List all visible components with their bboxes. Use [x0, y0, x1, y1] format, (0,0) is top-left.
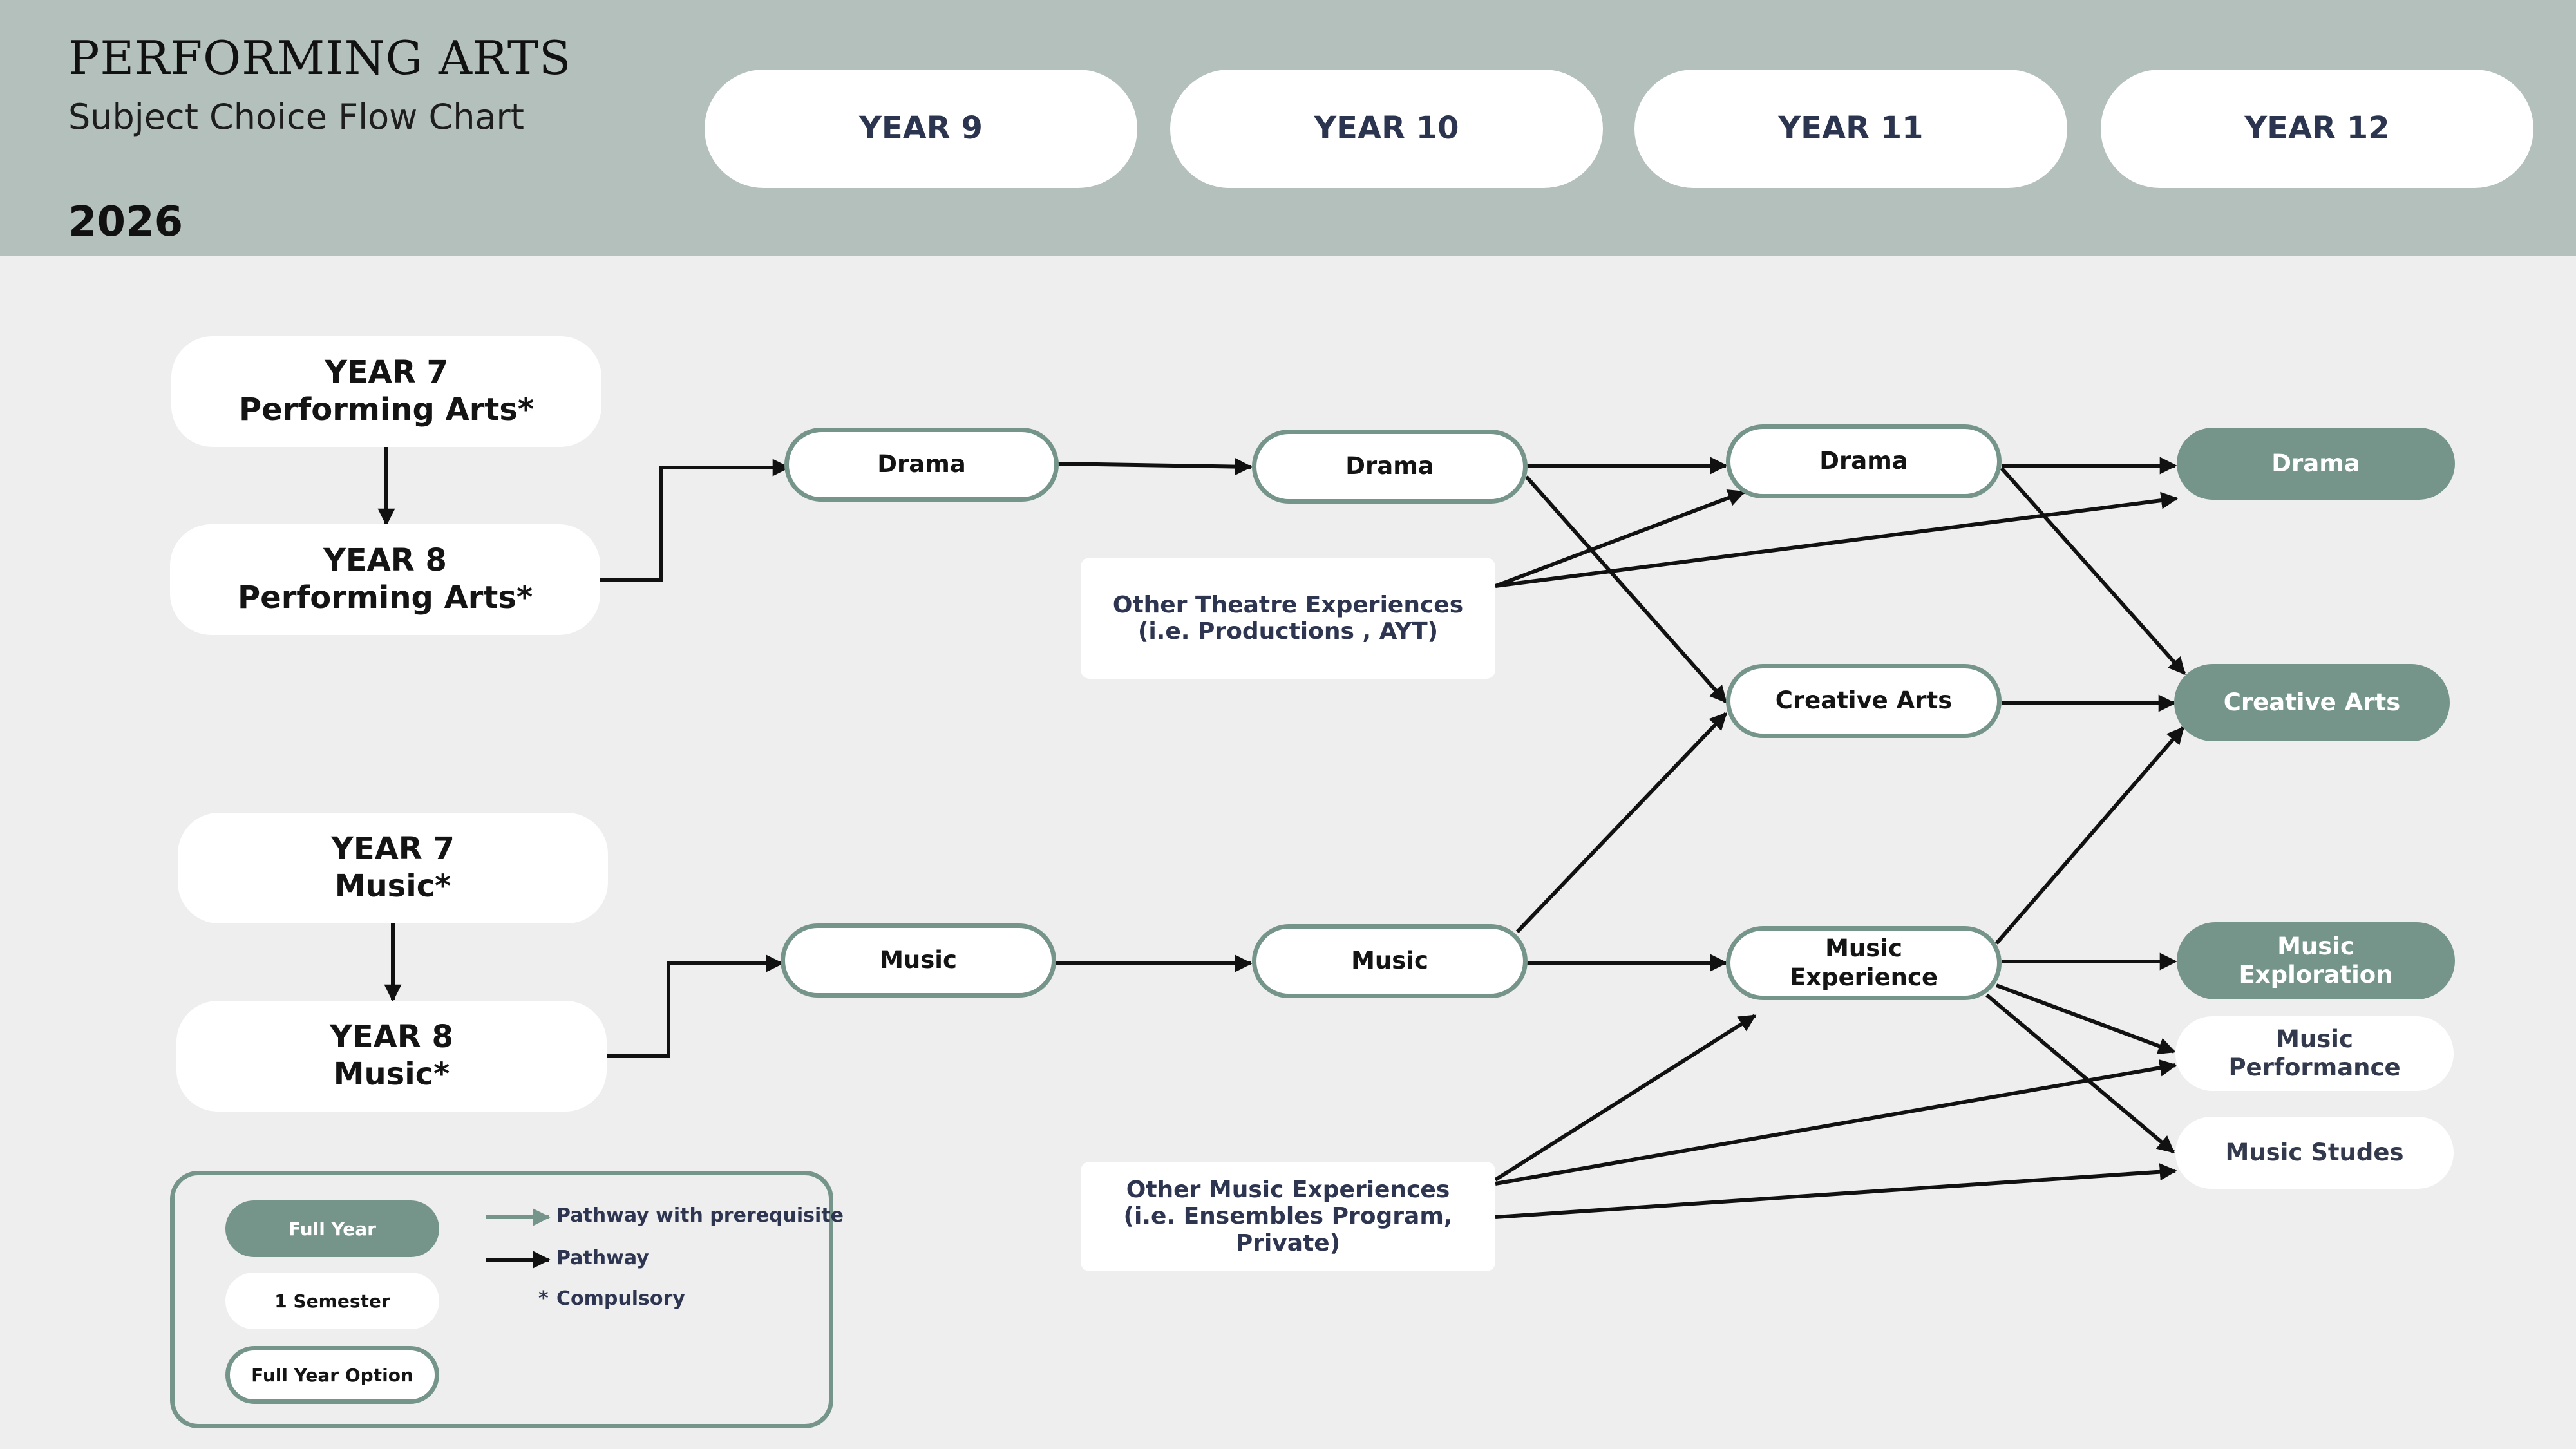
- year8-perf-title: YEAR 8: [323, 542, 447, 579]
- header-bar: PERFORMING ARTS Subject Choice Flow Char…: [0, 0, 2576, 256]
- year7-music-title: YEAR 7: [331, 831, 455, 867]
- legend-full-year-option-swatch: Full Year Option: [225, 1346, 439, 1404]
- year8-music-subject: Music*: [333, 1056, 450, 1092]
- arrow-y11-music-exp-to-y12-music-perf: [1995, 983, 2176, 1055]
- year11-music-exp-line2: Experience: [1789, 963, 1938, 991]
- year12-music-exploration-line1: Music: [2277, 932, 2354, 960]
- column-header-year-10: YEAR 10: [1170, 70, 1603, 188]
- year7-music-subject: Music*: [334, 868, 451, 904]
- year12-music-exploration-line2: Exploration: [2239, 961, 2393, 989]
- other-theatre-experiences-box: Other Theatre Experiences (i.e. Producti…: [1081, 558, 1495, 679]
- year12-music-performance-line2: Performance: [2228, 1054, 2401, 1081]
- year8-performing-arts-box: YEAR 8 Performing Arts*: [170, 524, 600, 635]
- arrow-y9-drama-to-y10-drama: [1057, 458, 1253, 476]
- arrow-theatre-to-y11-drama: [1494, 489, 1746, 588]
- year11-music-exp-line1: Music: [1825, 934, 1902, 963]
- year9-drama-node: Drama: [784, 428, 1059, 502]
- arrow-y11-music-exp-to-y12-creative: [1994, 726, 2185, 945]
- year11-drama-node: Drama: [1726, 424, 2002, 498]
- arrow-music-extra-to-y12-music-studies: [1495, 1163, 2177, 1219]
- column-header-year-12: YEAR 12: [2101, 70, 2533, 188]
- year12-music-studies-node: Music Studes: [2175, 1117, 2454, 1189]
- arrow-y10-music-to-y11-creative: [1515, 712, 1728, 934]
- arrow-music-extra-to-y12-music-perf: [1495, 1059, 2177, 1186]
- legend-compulsory-label: Compulsory: [556, 1287, 685, 1310]
- year8-perf-subject: Performing Arts*: [237, 580, 533, 616]
- column-header-year-9: YEAR 9: [705, 70, 1137, 188]
- year7-perf-subject: Performing Arts*: [238, 392, 535, 428]
- legend-semester-swatch: 1 Semester: [225, 1273, 439, 1329]
- year12-creative-arts-node: Creative Arts: [2174, 664, 2450, 741]
- legend-compulsory-symbol: *: [538, 1287, 549, 1310]
- arrow-theatre-to-y12-drama: [1495, 491, 2179, 588]
- legend-pathway-label: Pathway: [556, 1247, 649, 1269]
- other-music-examples: (i.e. Ensembles Program, Private): [1123, 1203, 1453, 1256]
- arrow-y10-drama-to-y11-creative: [1524, 475, 1728, 704]
- year8-music-box: YEAR 8 Music*: [176, 1001, 607, 1112]
- other-music-experiences-box: Other Music Experiences (i.e. Ensembles …: [1081, 1162, 1495, 1271]
- year12-drama-node: Drama: [2177, 428, 2455, 500]
- year-label: 2026: [68, 198, 184, 246]
- year7-perf-title: YEAR 7: [325, 354, 448, 391]
- year7-music-box: YEAR 7 Music*: [178, 813, 608, 923]
- year12-music-performance-line1: Music: [2276, 1025, 2353, 1053]
- arrow-perf-y8-to-y9-drama: [600, 459, 790, 582]
- year10-drama-node: Drama: [1252, 430, 1528, 504]
- legend: [170, 1171, 833, 1428]
- other-theatre-examples: (i.e. Productions , AYT): [1137, 618, 1439, 645]
- arrow-music-extra-to-y11-music-exp: [1494, 1014, 1757, 1182]
- other-music-title: Other Music Experiences: [1126, 1176, 1450, 1203]
- arrow-music-y8-to-y9-music: [607, 954, 784, 1058]
- arrow-y11-music-exp-to-y12-music-studies: [1985, 993, 2175, 1154]
- legend-prerequisite-label: Pathway with prerequisite: [556, 1204, 844, 1227]
- year12-music-exploration-node: Music Exploration: [2177, 922, 2455, 999]
- year10-music-node: Music: [1252, 924, 1528, 998]
- arrow-y11-drama-to-y12-creative: [2000, 467, 2186, 676]
- year11-music-experience-node: Music Experience: [1726, 926, 2002, 1000]
- legend-full-year-swatch: Full Year: [225, 1200, 439, 1257]
- year8-music-title: YEAR 8: [330, 1019, 453, 1056]
- column-header-year-11: YEAR 11: [1634, 70, 2067, 188]
- page-subtitle: Subject Choice Flow Chart: [68, 97, 524, 137]
- year12-music-performance-node: Music Performance: [2175, 1016, 2454, 1091]
- year7-performing-arts-box: YEAR 7 Performing Arts*: [171, 336, 601, 447]
- year9-music-node: Music: [781, 923, 1056, 998]
- other-theatre-title: Other Theatre Experiences: [1112, 591, 1464, 618]
- page-title: PERFORMING ARTS: [68, 31, 572, 85]
- year11-creative-arts-node: Creative Arts: [1726, 664, 2002, 738]
